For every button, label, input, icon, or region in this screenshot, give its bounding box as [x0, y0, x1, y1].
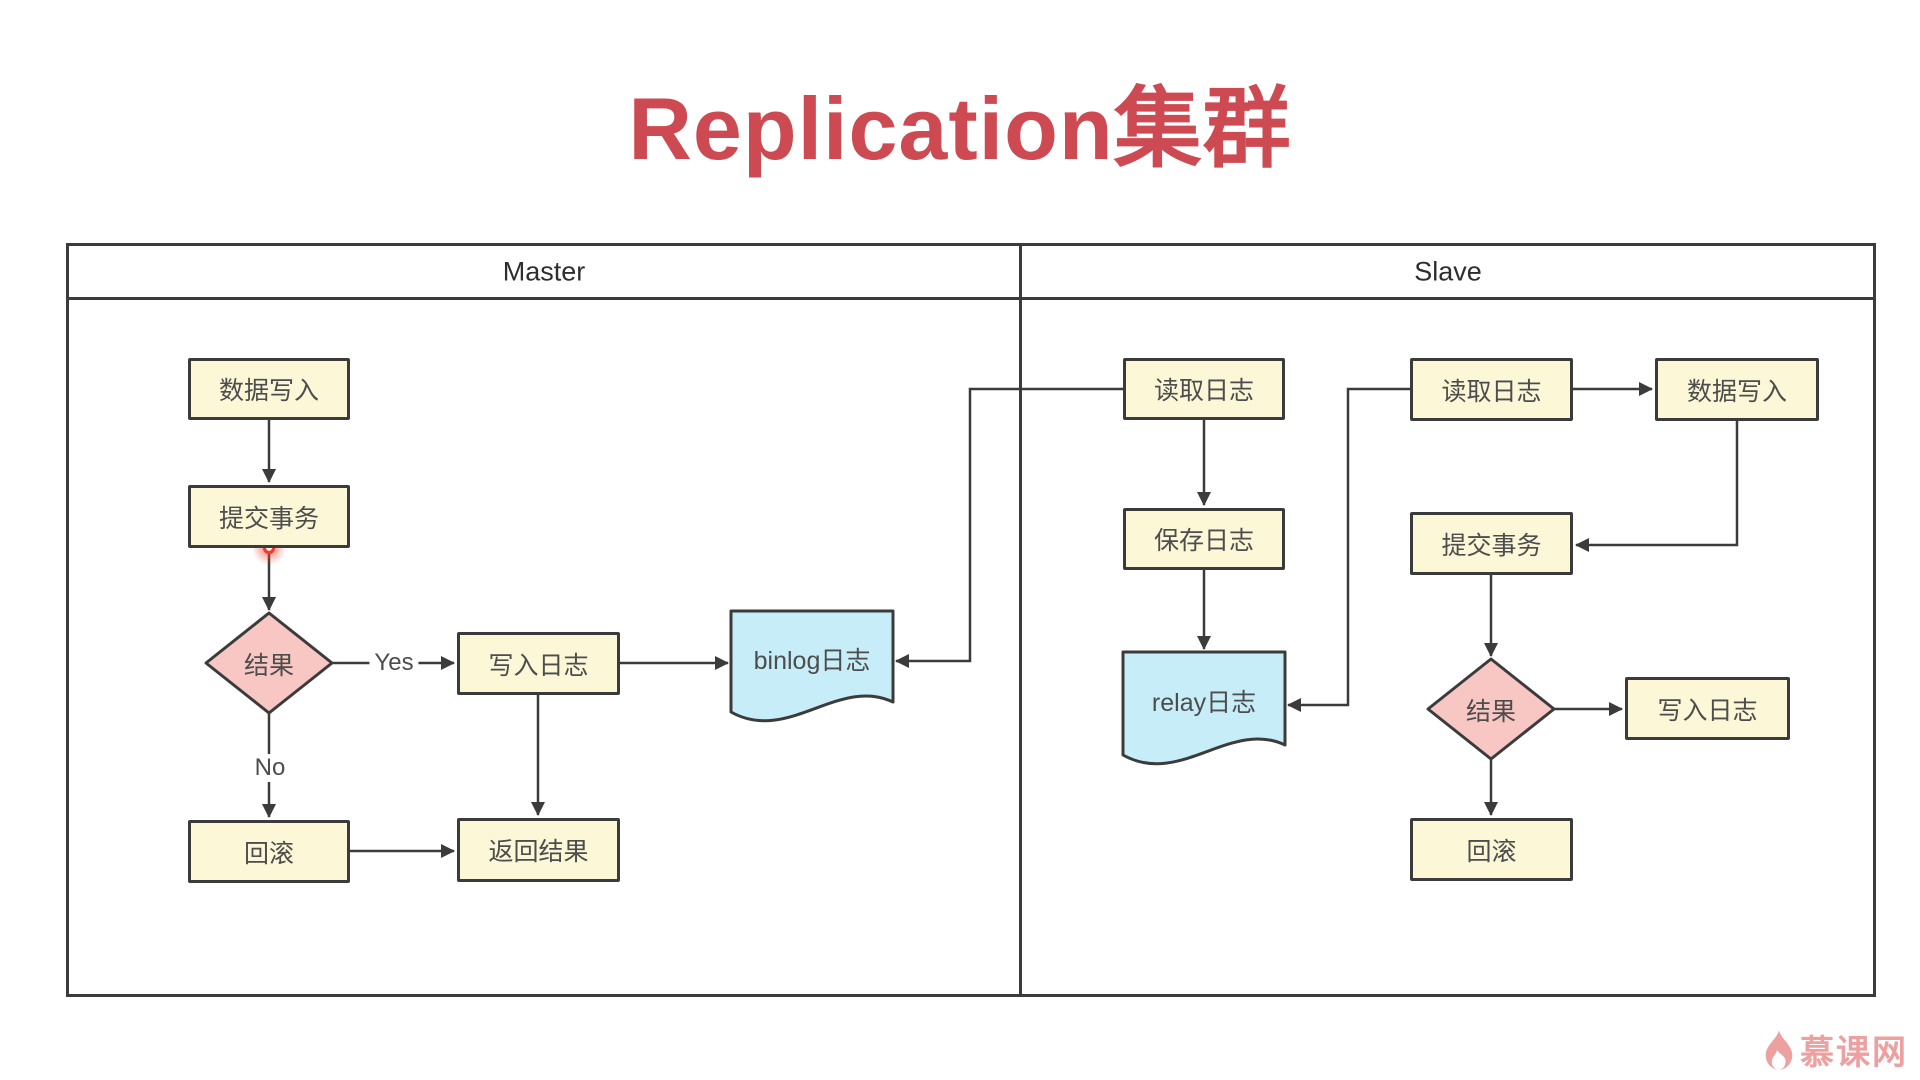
edge-label-yes: Yes: [369, 649, 419, 677]
label-slave-result: 结果: [1465, 698, 1517, 726]
node-slave-commit: 提交事务: [1410, 512, 1573, 575]
node-slave-rollback: 回滚: [1410, 818, 1573, 881]
node-master-rollback: 回滚: [188, 820, 350, 883]
node-slave-write-log: 写入日志: [1625, 677, 1790, 740]
lane-divider: [1019, 243, 1022, 997]
edge-label-no: No: [249, 754, 291, 782]
node-slave-save-log: 保存日志: [1123, 508, 1285, 570]
lane-header-slave: Slave: [1414, 256, 1482, 287]
lane-header-separator: [66, 297, 1876, 300]
imooc-logo-text: 慕课网: [1800, 1034, 1908, 1072]
node-slave-read-log-1: 读取日志: [1123, 358, 1285, 420]
node-slave-data-write: 数据写入: [1655, 358, 1819, 421]
label-master-result: 结果: [243, 652, 295, 680]
label-relay-log: relay日志: [1151, 689, 1257, 717]
lane-header-master: Master: [502, 256, 586, 287]
imooc-logo: 慕课网: [1763, 1025, 1908, 1074]
node-master-commit: 提交事务: [188, 485, 350, 548]
label-binlog: binlog日志: [753, 647, 871, 675]
node-master-data-write: 数据写入: [188, 358, 350, 420]
node-slave-read-log-2: 读取日志: [1410, 358, 1573, 421]
swimlane-frame: [66, 243, 1876, 997]
page-title: Replication集群: [628, 79, 1292, 178]
flame-icon: [1765, 1029, 1793, 1070]
node-master-write-log: 写入日志: [457, 632, 620, 695]
node-master-return-result: 返回结果: [457, 818, 620, 882]
